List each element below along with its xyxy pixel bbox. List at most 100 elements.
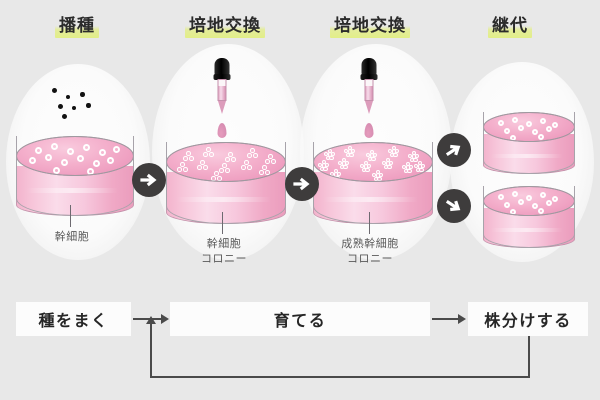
cell-icon — [45, 154, 52, 161]
colony-cell — [262, 165, 267, 170]
cell-icon — [35, 147, 42, 154]
colony-cell — [189, 156, 194, 161]
colony-icon — [197, 160, 208, 170]
mature-colony-icon — [414, 161, 426, 173]
pipette-icon — [360, 58, 378, 116]
cell-icon — [504, 202, 510, 208]
colony-cell — [241, 165, 246, 170]
mature-colony-icon — [366, 150, 378, 162]
flow-step-divide-label: 株分けする — [484, 311, 572, 330]
colony-cell — [341, 161, 346, 166]
flow-arrow-head-grow-to-divide — [458, 314, 466, 324]
mature-colony-icon — [402, 162, 414, 174]
colony-cell — [177, 167, 182, 172]
colony-icon — [183, 151, 194, 161]
cell-icon — [540, 192, 546, 198]
colony-cell — [391, 149, 396, 154]
cell-icon — [29, 157, 36, 164]
dish-caption-line1: 幹細胞 — [206, 237, 242, 250]
flow-arrow-grow-to-divide — [432, 318, 460, 320]
colony-cell — [186, 151, 191, 156]
flow-step-grow: 育てる — [170, 302, 430, 336]
colony-icon — [259, 165, 270, 175]
mature-colony-icon — [360, 161, 372, 173]
colony-cell — [217, 176, 222, 181]
cell-icon — [498, 120, 504, 126]
dish-caption-line1: 幹細胞 — [54, 230, 90, 243]
cell-icon — [526, 121, 532, 127]
colony-cell — [183, 167, 188, 172]
colony-cell — [244, 160, 249, 165]
mature-colony-icon — [318, 160, 330, 172]
colony-icon — [219, 163, 230, 173]
flow-step-sow: 種をまく — [16, 302, 131, 336]
mature-colony-icon — [338, 158, 350, 170]
cell-icon — [53, 167, 60, 174]
colony-cell — [228, 152, 233, 157]
colony-cell — [347, 149, 352, 154]
seed-dot-icon — [62, 114, 67, 119]
flow-step-grow-label: 育てる — [273, 311, 327, 330]
colony-cell — [206, 147, 211, 152]
petri-dish-passage-bottom — [483, 186, 575, 248]
colony-cell — [247, 153, 252, 158]
colony-cell — [225, 168, 230, 173]
cell-icon — [538, 208, 544, 214]
dish-caption-mature-stem-colony: 成熟幹細胞 コロニー — [320, 236, 420, 266]
colony-cell — [222, 163, 227, 168]
cell-icon — [546, 126, 552, 132]
petri-dish-seeding — [16, 136, 134, 216]
petri-dish-medium-change-1 — [166, 142, 286, 224]
dish-medium-surface — [313, 142, 433, 182]
cell-icon — [540, 118, 546, 124]
seed-dot-icon — [72, 106, 76, 110]
seed-dot-icon — [66, 95, 70, 99]
pipette-tube-top — [217, 79, 227, 86]
colony-icon — [265, 154, 276, 164]
pipette-bulb — [214, 58, 230, 76]
colony-cell — [250, 148, 255, 153]
arrow-down-right-icon — [437, 189, 471, 223]
dish-caption-line1: 成熟幹細胞 — [341, 237, 399, 250]
droplet-icon — [364, 123, 374, 138]
stage-title-medium-change-1: 培地交換 — [160, 14, 290, 39]
colony-cell — [253, 153, 258, 158]
cell-icon — [532, 203, 538, 209]
cell-icon — [526, 195, 532, 201]
colony-cell — [259, 170, 264, 175]
colony-cell — [214, 171, 219, 176]
stage-title-medium-change-2: 培地交換 — [305, 14, 435, 39]
seed-dot-icon — [58, 104, 63, 109]
stage-title-passage: 継代 — [455, 14, 565, 39]
stage-title-seeding-text: 播種 — [55, 16, 99, 38]
cell-icon — [498, 194, 504, 200]
colony-cell — [321, 163, 326, 168]
cell-icon — [87, 168, 94, 175]
colony-cell — [247, 165, 252, 170]
cell-icon — [512, 117, 518, 123]
cell-icon — [518, 125, 524, 131]
colony-icon — [177, 162, 188, 172]
colony-cell — [203, 152, 208, 157]
stage-title-seeding: 播種 — [22, 14, 132, 39]
colony-icon — [225, 152, 236, 162]
dish-caption-stem-cell-colony: 幹細胞 コロニー — [180, 236, 268, 266]
colony-cell — [219, 168, 224, 173]
colony-cell — [268, 154, 273, 159]
pipette-tip — [365, 101, 373, 114]
cell-icon — [107, 157, 114, 164]
cell-icon — [532, 129, 538, 135]
colony-cell — [327, 152, 332, 157]
caption-leader-line — [70, 205, 71, 227]
flow-loop-up-segment — [150, 324, 152, 378]
colony-cell — [385, 161, 390, 166]
petri-dish-passage-top — [483, 112, 575, 174]
dish-medium-surface — [16, 136, 134, 176]
colony-icon — [203, 147, 214, 157]
cell-icon — [93, 160, 100, 167]
cell-icon — [504, 128, 510, 134]
dish-caption-line2: コロニー — [201, 252, 247, 265]
flow-loop-horizontal-segment — [150, 376, 530, 378]
colony-cell — [333, 172, 338, 177]
cell-icon — [552, 196, 558, 202]
